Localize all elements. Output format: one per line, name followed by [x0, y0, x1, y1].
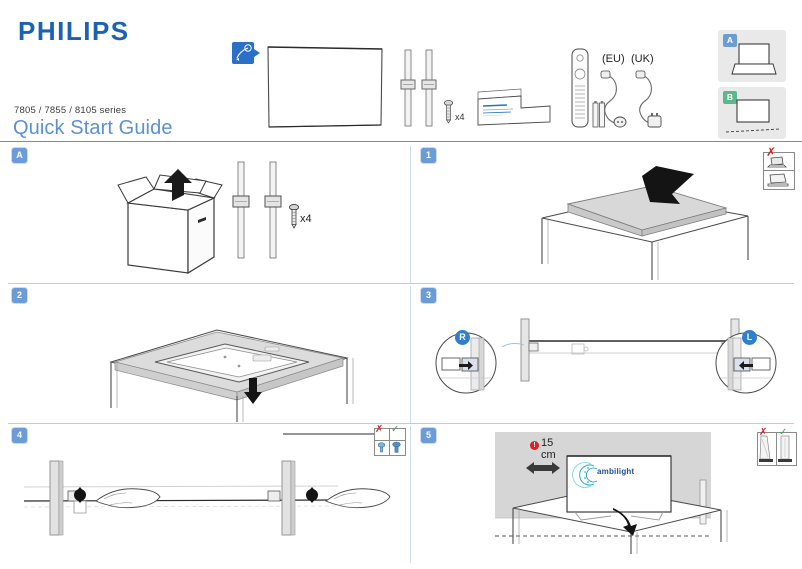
stand-leg-callout-right	[435, 332, 497, 394]
unpack-instruction-icon	[232, 42, 260, 68]
step-badge-1: 1	[421, 148, 436, 163]
screw-warning-x-icon: ✗	[375, 424, 384, 435]
wall-distance-warning-dot: !	[530, 441, 539, 459]
step-tv-facedown-art	[105, 300, 355, 422]
step-unbox-screw-count: x4	[300, 213, 312, 225]
no-hard-surface-warning-bottom	[763, 170, 795, 190]
power-cord-eu	[598, 70, 628, 130]
wall-distance-arrow	[526, 460, 560, 478]
tv-panel	[265, 44, 385, 130]
document-header: PHILIPS 7805 / 7855 / 8105 series Quick …	[0, 0, 802, 142]
philips-logo: PHILIPS	[18, 16, 130, 46]
step-badge-5: 5	[421, 428, 436, 443]
step-unbox-screw	[288, 203, 300, 230]
screw-warning-check-icon: ✓	[391, 424, 400, 435]
leg-orientation-warning-good	[776, 432, 797, 466]
leg-orientation-x-icon: ✗	[759, 427, 768, 438]
col-divider-row3	[410, 426, 411, 563]
step-unbox-leg-left	[232, 161, 250, 259]
plug-label-uk: (UK)	[631, 53, 654, 65]
stand-leg-label-right: R	[455, 330, 470, 345]
ambilight-wordmark: ambilight	[597, 467, 635, 476]
stand-leg-left	[400, 49, 416, 127]
wall-distance-value: 15	[541, 437, 554, 449]
step-press-legs-art	[18, 455, 398, 545]
step-cloth-on-table-art	[530, 160, 760, 280]
step-badge-4: 4	[12, 428, 27, 443]
col-divider-row2	[410, 286, 411, 423]
header-divider	[0, 141, 802, 142]
wall-distance-unit: cm	[541, 449, 556, 461]
batteries	[592, 100, 606, 128]
leg-orientation-check-icon: ✓	[779, 427, 788, 438]
step-unbox-art	[110, 165, 230, 275]
no-hard-surface-x-icon: ✗	[766, 145, 777, 159]
exclamation-icon: !	[530, 441, 539, 450]
row-divider-2	[8, 423, 794, 424]
stand-leg-right	[421, 49, 437, 127]
screw-warning-cell-good-bottom	[389, 440, 406, 456]
series-label: 7805 / 7855 / 8105 series	[14, 105, 127, 116]
col-divider-row1	[410, 146, 411, 283]
step-unbox-leg-right	[264, 161, 282, 259]
row-divider-1	[8, 283, 794, 284]
stand-leg-label-left: L	[742, 330, 757, 345]
header-screw-count: x4	[455, 112, 465, 122]
quick-start-leaflet	[477, 88, 551, 130]
ambilight-logo	[572, 462, 638, 488]
wall-mount-option[interactable]: B	[718, 87, 786, 139]
option-b-badge: B	[723, 91, 737, 104]
step-badge-3: 3	[421, 288, 436, 303]
mount-options-panel: A B	[718, 30, 786, 140]
screw-type-warning	[283, 430, 401, 452]
power-cord-uk	[633, 70, 663, 130]
table-stand-option[interactable]: A	[718, 30, 786, 82]
remote-control	[570, 48, 590, 128]
step-badge-a: A	[12, 148, 27, 163]
option-a-badge: A	[723, 34, 737, 47]
step-badge-2: 2	[12, 288, 27, 303]
screw-warning-cell-bad-bottom	[374, 440, 391, 456]
plug-label-eu: (EU)	[602, 53, 625, 65]
screw-pack	[443, 100, 454, 124]
page-title: Quick Start Guide	[13, 117, 173, 139]
